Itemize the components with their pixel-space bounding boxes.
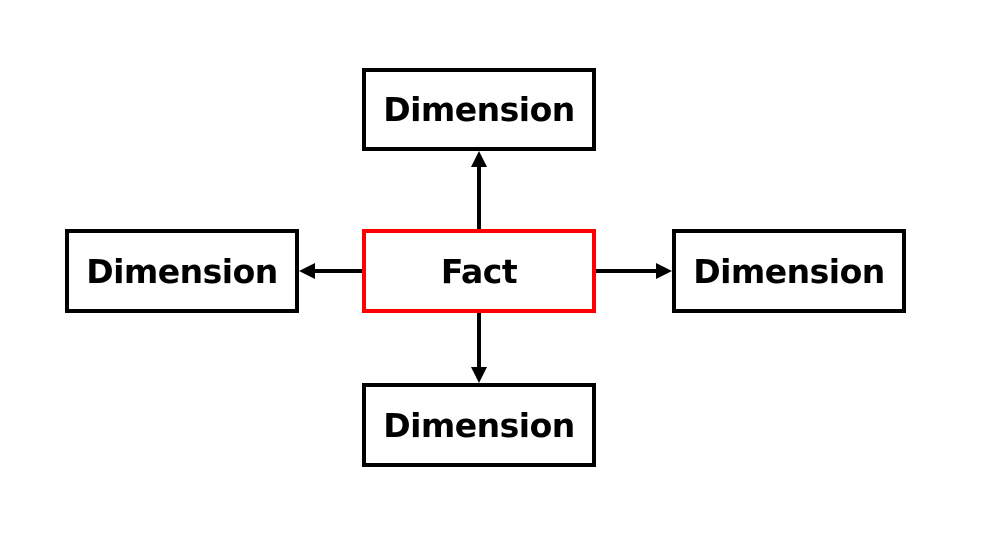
arrow-to-bottom-dimension <box>471 313 487 383</box>
dimension-box-left: Dimension <box>65 229 299 313</box>
dimension-box-bottom: Dimension <box>362 383 596 467</box>
dimension-box-top: Dimension <box>362 68 596 151</box>
arrow-to-right-dimension <box>596 263 672 279</box>
dimension-label-left: Dimension <box>86 251 278 291</box>
arrow-to-top-dimension <box>471 151 487 229</box>
fact-box: Fact <box>362 229 596 313</box>
dimension-label-top: Dimension <box>383 90 575 129</box>
fact-label: Fact <box>440 251 518 291</box>
dimension-label-right: Dimension <box>693 251 885 291</box>
dimension-label-bottom: Dimension <box>383 405 575 445</box>
dimension-box-right: Dimension <box>672 229 906 313</box>
arrow-to-left-dimension <box>299 263 362 279</box>
